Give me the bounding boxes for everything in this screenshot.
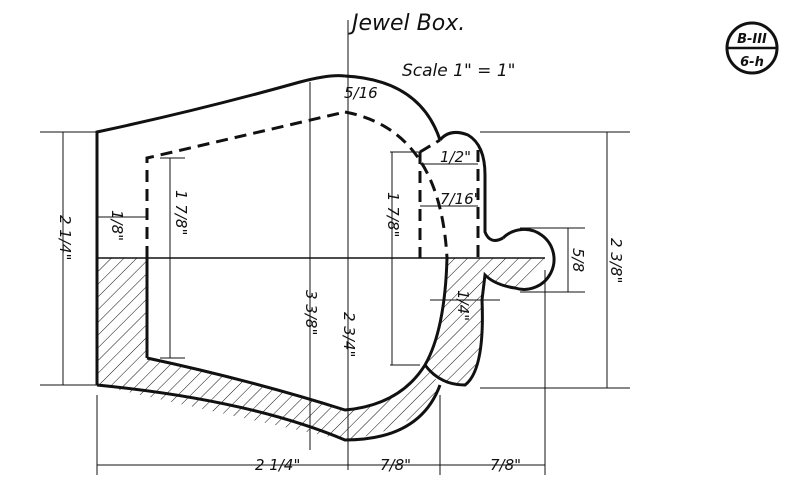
dim-inner-height-left: 1 7/8" bbox=[172, 190, 190, 235]
dim-bottom-right: 7/8" bbox=[490, 456, 521, 474]
dim-bottom-mid: 7/8" bbox=[380, 456, 411, 474]
dim-inner-height-right: 1 7/8" bbox=[384, 192, 402, 237]
section-hatch bbox=[97, 258, 440, 440]
drawing-title: Jewel Box. bbox=[348, 11, 465, 36]
dimension-lines bbox=[40, 20, 630, 475]
dim-lid-offset: 7/16" bbox=[440, 190, 481, 208]
outer-outline bbox=[95, 74, 556, 442]
dim-overall-height-right: 2 3/8" bbox=[607, 238, 625, 283]
dim-depth-outer: 3 3/8" bbox=[302, 290, 320, 335]
dim-knob: 5/8 bbox=[569, 248, 587, 272]
badge-top: B-III bbox=[737, 32, 767, 47]
dim-top-thickness: 5/16 bbox=[344, 84, 378, 102]
dim-lip-thickness: 1/4" bbox=[454, 290, 472, 321]
badge-bottom: 6-h bbox=[740, 55, 764, 70]
dim-depth-inner: 2 3/4" bbox=[340, 312, 358, 357]
lip-hatch bbox=[425, 258, 545, 385]
dim-lid-lip: 1/2" bbox=[440, 148, 471, 166]
hidden-lines bbox=[145, 110, 480, 259]
dim-bottom-left: 2 1/4" bbox=[255, 456, 300, 474]
dim-overall-height-left: 2 1/4" bbox=[56, 215, 74, 260]
drawing-badge: B-III 6-h bbox=[725, 21, 779, 75]
drawing-scale: Scale 1" = 1" bbox=[402, 61, 515, 81]
dim-wall-thickness: 1/8" bbox=[108, 210, 126, 241]
